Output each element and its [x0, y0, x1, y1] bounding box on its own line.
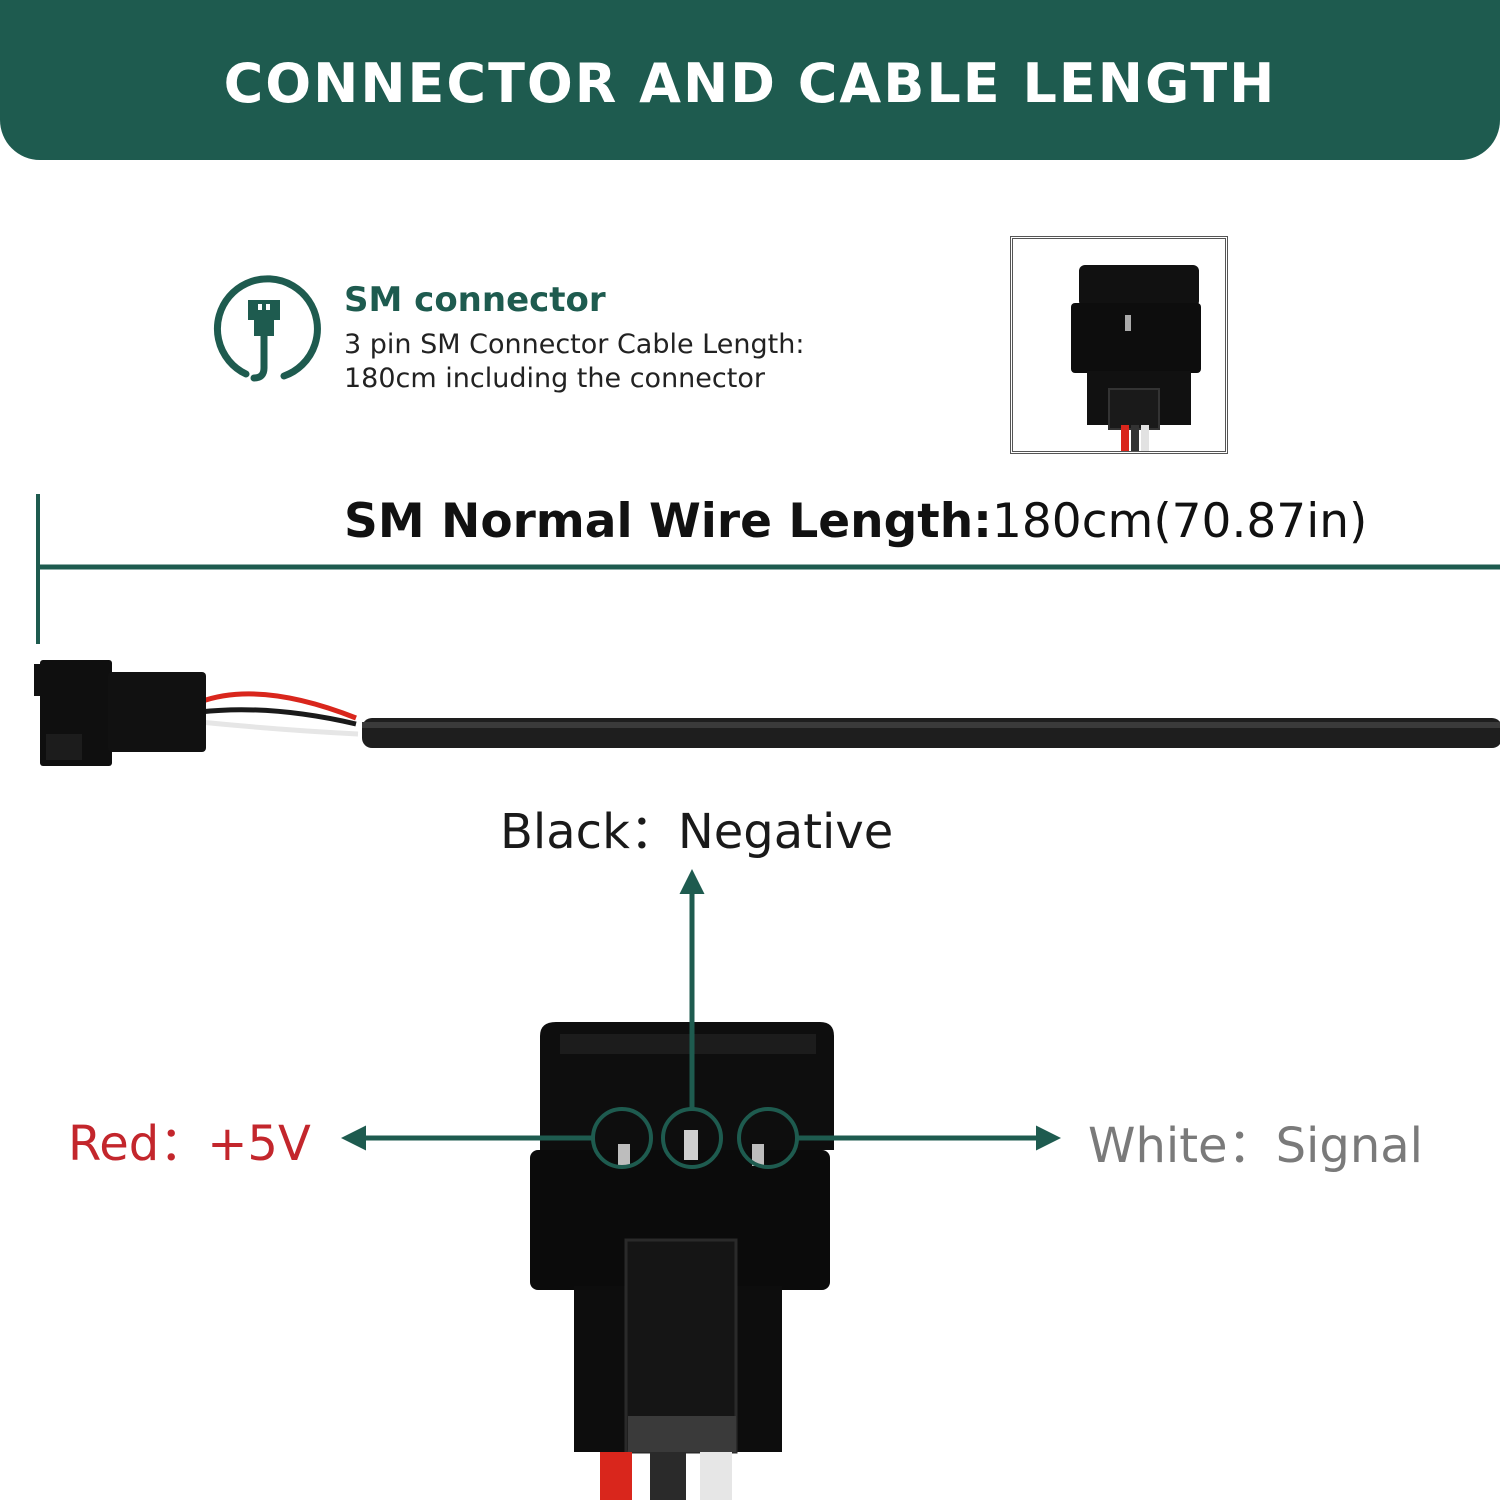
connector-photo-image [1071, 265, 1201, 451]
page-title: CONNECTOR AND CABLE LENGTH [223, 52, 1277, 115]
connector-description-line2: 180cm including the connector [344, 363, 765, 394]
connector-plug-icon [213, 275, 321, 382]
cable-illustration [34, 660, 1500, 766]
connector-description-line1: 3 pin SM Connector Cable Length: [344, 329, 805, 360]
wire-length-value: 180cm(70.87in) [991, 494, 1368, 549]
white-pin-label: White：Signal [1088, 1118, 1424, 1174]
wire-length-label: SM Normal Wire Length:180cm(70.87in) [344, 494, 1367, 549]
red-pin-label: Red：+5V [68, 1116, 311, 1172]
wire-length-caption: SM Normal Wire Length: [344, 494, 992, 549]
connector-title: SM connector [344, 280, 606, 320]
connector-description: 3 pin SM Connector Cable Length: 180cm i… [344, 328, 904, 396]
black-pin-label: Black：Negative [500, 804, 894, 860]
connector-closeup [530, 1022, 834, 1500]
header-banner: CONNECTOR AND CABLE LENGTH [0, 0, 1500, 160]
connector-photo [1010, 236, 1228, 454]
dimension-line [36, 494, 1500, 644]
